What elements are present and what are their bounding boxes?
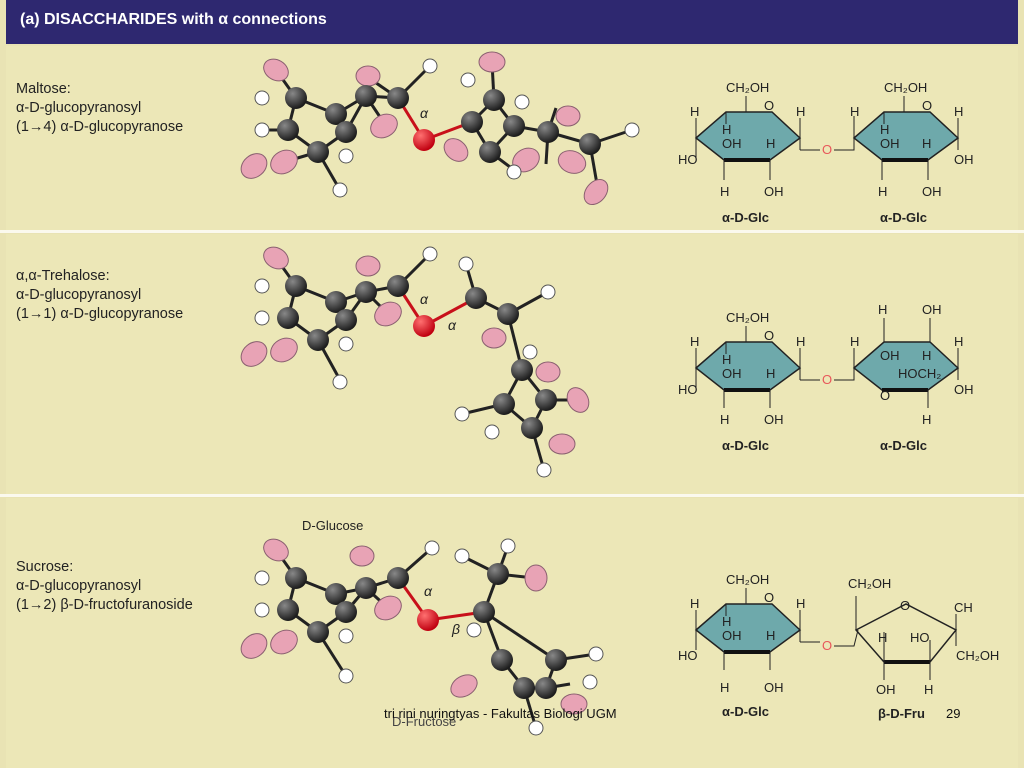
svg-text:H: H: [796, 334, 805, 349]
svg-text:H: H: [878, 630, 887, 645]
svg-text:H: H: [924, 682, 933, 697]
svg-text:O: O: [764, 98, 774, 113]
svg-text:OH: OH: [954, 152, 974, 167]
svg-text:α: α: [420, 291, 429, 307]
trehalose-model: α α: [240, 246, 590, 478]
svg-text:H: H: [690, 334, 699, 349]
svg-text:CH₂OH: CH₂OH: [848, 576, 891, 591]
svg-text:OH: OH: [722, 628, 742, 643]
svg-text:H: H: [878, 302, 887, 317]
svg-text:α-D-Glc: α-D-Glc: [722, 438, 769, 453]
svg-text:OH: OH: [880, 136, 900, 151]
svg-text:β-D-Fru: β-D-Fru: [878, 706, 925, 721]
svg-text:H: H: [720, 184, 729, 199]
svg-text:OH: OH: [722, 366, 742, 381]
sucrose-link-oxygen: O: [822, 638, 832, 653]
trehalose-link-oxygen: O: [822, 372, 832, 387]
svg-text:H: H: [722, 352, 731, 367]
separator: [0, 230, 1024, 233]
svg-text:O: O: [880, 388, 890, 403]
svg-text:OH: OH: [954, 382, 974, 397]
maltose-label: Maltose: α-D-glucopyranosyl (1→4) α-D-gl…: [16, 81, 184, 135]
svg-text:O: O: [764, 590, 774, 605]
svg-text:O: O: [922, 98, 932, 113]
svg-text:CH₂OH: CH₂OH: [726, 572, 769, 587]
svg-text:H: H: [850, 104, 859, 119]
svg-text:HO: HO: [678, 382, 698, 397]
maltose-haworth-left: CH₂OH O H H H OH H HO H OH α-D-Glc: [678, 80, 805, 225]
svg-text:OH: OH: [764, 412, 784, 427]
svg-text:α: α: [424, 583, 433, 599]
svg-text:CH₂OH: CH₂OH: [726, 80, 769, 95]
trehalose-haworth-left: CH₂OH O H H H OH H HO H OH α-D-Glc: [678, 310, 805, 453]
svg-text:H: H: [878, 184, 887, 199]
svg-text:OH: OH: [722, 136, 742, 151]
svg-text:H: H: [796, 104, 805, 119]
page-number: 29: [946, 706, 961, 721]
svg-text:O: O: [900, 598, 910, 613]
svg-text:α-D-Glc: α-D-Glc: [880, 210, 927, 225]
trehalose-label: α,α-Trehalose: α-D-glucopyranosyl (1→1) …: [16, 268, 184, 322]
svg-text:D-Fructose: D-Fructose: [392, 714, 456, 729]
trehalose-haworth-right: H OH H H OH H HOCH₂ O OH H α-D-Glc: [850, 302, 974, 453]
svg-text:α-D-Glc: α-D-Glc: [722, 210, 769, 225]
svg-text:H: H: [880, 122, 889, 137]
svg-text:OH: OH: [922, 184, 942, 199]
svg-text:H: H: [720, 680, 729, 695]
svg-text:CH₂OH: CH₂OH: [726, 310, 769, 325]
svg-text:H: H: [690, 104, 699, 119]
svg-text:OH: OH: [922, 302, 942, 317]
glucose-caption: D-Glucose: [302, 518, 364, 533]
svg-text:α-D-Glc: α-D-Glc: [722, 704, 769, 719]
slide-header: (a) DISACCHARIDES with α connections: [6, 0, 1018, 44]
svg-text:H: H: [690, 596, 699, 611]
svg-text:OH: OH: [880, 348, 900, 363]
svg-text:O: O: [764, 328, 774, 343]
svg-text:H: H: [922, 348, 931, 363]
separator: [0, 494, 1024, 497]
footer-credit: tri rini nuringtyas - Fakultas Biologi U…: [384, 706, 617, 721]
svg-text:β: β: [451, 621, 460, 637]
maltose-panel: [6, 46, 1018, 230]
maltose-haworth-right: CH₂OH O H H H OH H OH H OH α-D-Glc: [850, 80, 974, 225]
svg-text:H: H: [922, 136, 931, 151]
svg-text:H: H: [722, 122, 731, 137]
svg-text:H: H: [766, 136, 775, 151]
svg-text:H: H: [922, 412, 931, 427]
svg-text:HO: HO: [910, 630, 930, 645]
svg-text:OH: OH: [876, 682, 896, 697]
svg-text:CH: CH: [954, 600, 973, 615]
svg-text:H: H: [766, 366, 775, 381]
maltose-model: α: [240, 51, 640, 206]
sucrose-label: Sucrose: α-D-glucopyranosyl (1→2) β-D-fr…: [16, 559, 193, 613]
svg-text:H: H: [720, 412, 729, 427]
svg-text:H: H: [850, 334, 859, 349]
svg-text:HOCH₂: HOCH₂: [898, 366, 941, 381]
svg-text:HO: HO: [678, 648, 698, 663]
sucrose-haworth-left: CH₂OH O H H H OH H HO H OH α-D-Glc: [678, 572, 805, 719]
svg-text:OH: OH: [764, 184, 784, 199]
svg-text:CH₂OH: CH₂OH: [956, 648, 999, 663]
maltose-link-oxygen: O: [822, 142, 832, 157]
svg-text:H: H: [954, 334, 963, 349]
svg-text:H: H: [722, 614, 731, 629]
sucrose-haworth-right: CH₂OH O CH H HO CH₂OH OH H β-D-Fru: [848, 576, 999, 721]
svg-text:H: H: [766, 628, 775, 643]
svg-text:H: H: [954, 104, 963, 119]
slide-title: (a) DISACCHARIDES with α connections: [20, 11, 327, 28]
svg-text:α: α: [448, 317, 457, 333]
svg-text:α-D-Glc: α-D-Glc: [880, 438, 927, 453]
svg-text:CH₂OH: CH₂OH: [884, 80, 927, 95]
svg-text:α: α: [420, 105, 429, 121]
sucrose-model: α β D-Fructose: [240, 538, 604, 736]
svg-text:H: H: [796, 596, 805, 611]
svg-text:OH: OH: [764, 680, 784, 695]
svg-text:HO: HO: [678, 152, 698, 167]
trehalose-panel: [6, 234, 1018, 494]
